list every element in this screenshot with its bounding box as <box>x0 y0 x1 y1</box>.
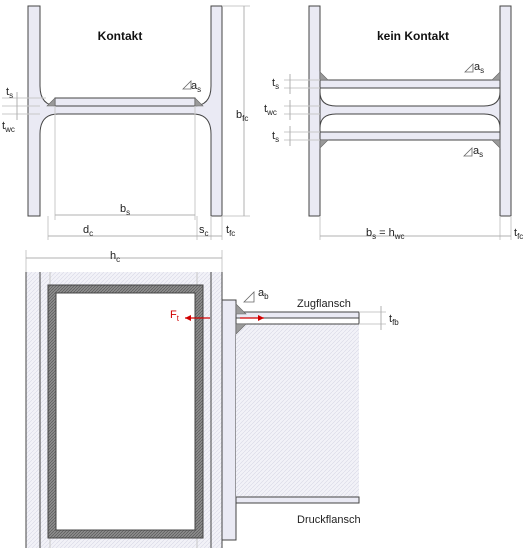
weld-bottom-left <box>319 139 329 149</box>
dim-hc <box>25 250 223 272</box>
stiffener-plate <box>54 97 196 107</box>
dim-bfc <box>222 5 250 217</box>
contact-title: Kontakt <box>98 29 143 43</box>
label-sc: sc <box>199 224 209 238</box>
flange-left <box>308 5 321 217</box>
stiffener-top <box>319 79 501 89</box>
ab-weld-symbol <box>243 291 255 303</box>
label-tfb: tfb <box>389 313 399 327</box>
beam-top-flange-inner <box>235 317 360 325</box>
label-zugflansch: Zugflansch <box>297 298 351 310</box>
dim-tfb <box>359 306 386 330</box>
beam-bottom-flange <box>235 496 360 504</box>
label-bfc: bfc <box>236 109 248 123</box>
label-ts-right-bottom: ts <box>272 130 279 144</box>
weld-left <box>46 97 56 107</box>
dim-dc-sc-tfc <box>47 216 223 240</box>
elevation-view: hc ab Zugflansch Druckflansch <box>25 250 399 548</box>
weld-ab <box>235 303 247 315</box>
label-ts-left: ts <box>6 86 13 100</box>
label-tfc-left: tfc <box>226 224 235 238</box>
label-bs: bs <box>120 203 130 217</box>
label-tfc-right: tfc <box>514 227 523 241</box>
stiffener-bottom <box>319 131 501 141</box>
web <box>319 91 501 129</box>
no-contact-title: kein Kontakt <box>377 29 449 43</box>
label-hc: hc <box>110 250 120 264</box>
force-ft-arrows <box>185 315 264 321</box>
stiffener-inner-panel <box>55 292 196 531</box>
label-dc: dc <box>83 224 93 238</box>
as-weld-symbol-bottom <box>463 147 473 157</box>
weld-top-left <box>319 71 329 81</box>
dim-ts-twc-left <box>2 92 46 120</box>
beam-top-flange <box>235 311 360 319</box>
label-ab: ab <box>258 287 269 301</box>
weld-right <box>194 97 204 107</box>
no-contact-view: kein Kontakt as as ts <box>264 5 523 241</box>
end-plate <box>221 299 237 541</box>
label-as-bottom: as <box>473 145 483 159</box>
dim-ts-twc-right <box>284 74 320 146</box>
label-bs-hwc: bs = hwc <box>366 227 405 241</box>
label-twc-right: twc <box>264 103 277 117</box>
as-weld-symbol-top <box>464 63 474 73</box>
weld-bottom-right <box>491 139 501 149</box>
dim-bs-hwc <box>319 216 512 240</box>
contact-view: Kontakt as ts twc bfc <box>2 5 250 240</box>
label-as: as <box>191 80 201 94</box>
label-twc-left: twc <box>2 120 15 134</box>
beam-web <box>236 324 359 497</box>
dim-bs <box>54 106 196 220</box>
label-ft: Ft <box>170 309 180 323</box>
label-ts-right-top: ts <box>272 77 279 91</box>
label-druckflansch: Druckflansch <box>297 514 361 526</box>
label-as-top: as <box>474 61 484 75</box>
weld-top-right <box>491 71 501 81</box>
as-weld-symbol <box>182 80 192 90</box>
weld-ab-lower <box>235 323 247 335</box>
flange-right <box>499 5 512 217</box>
